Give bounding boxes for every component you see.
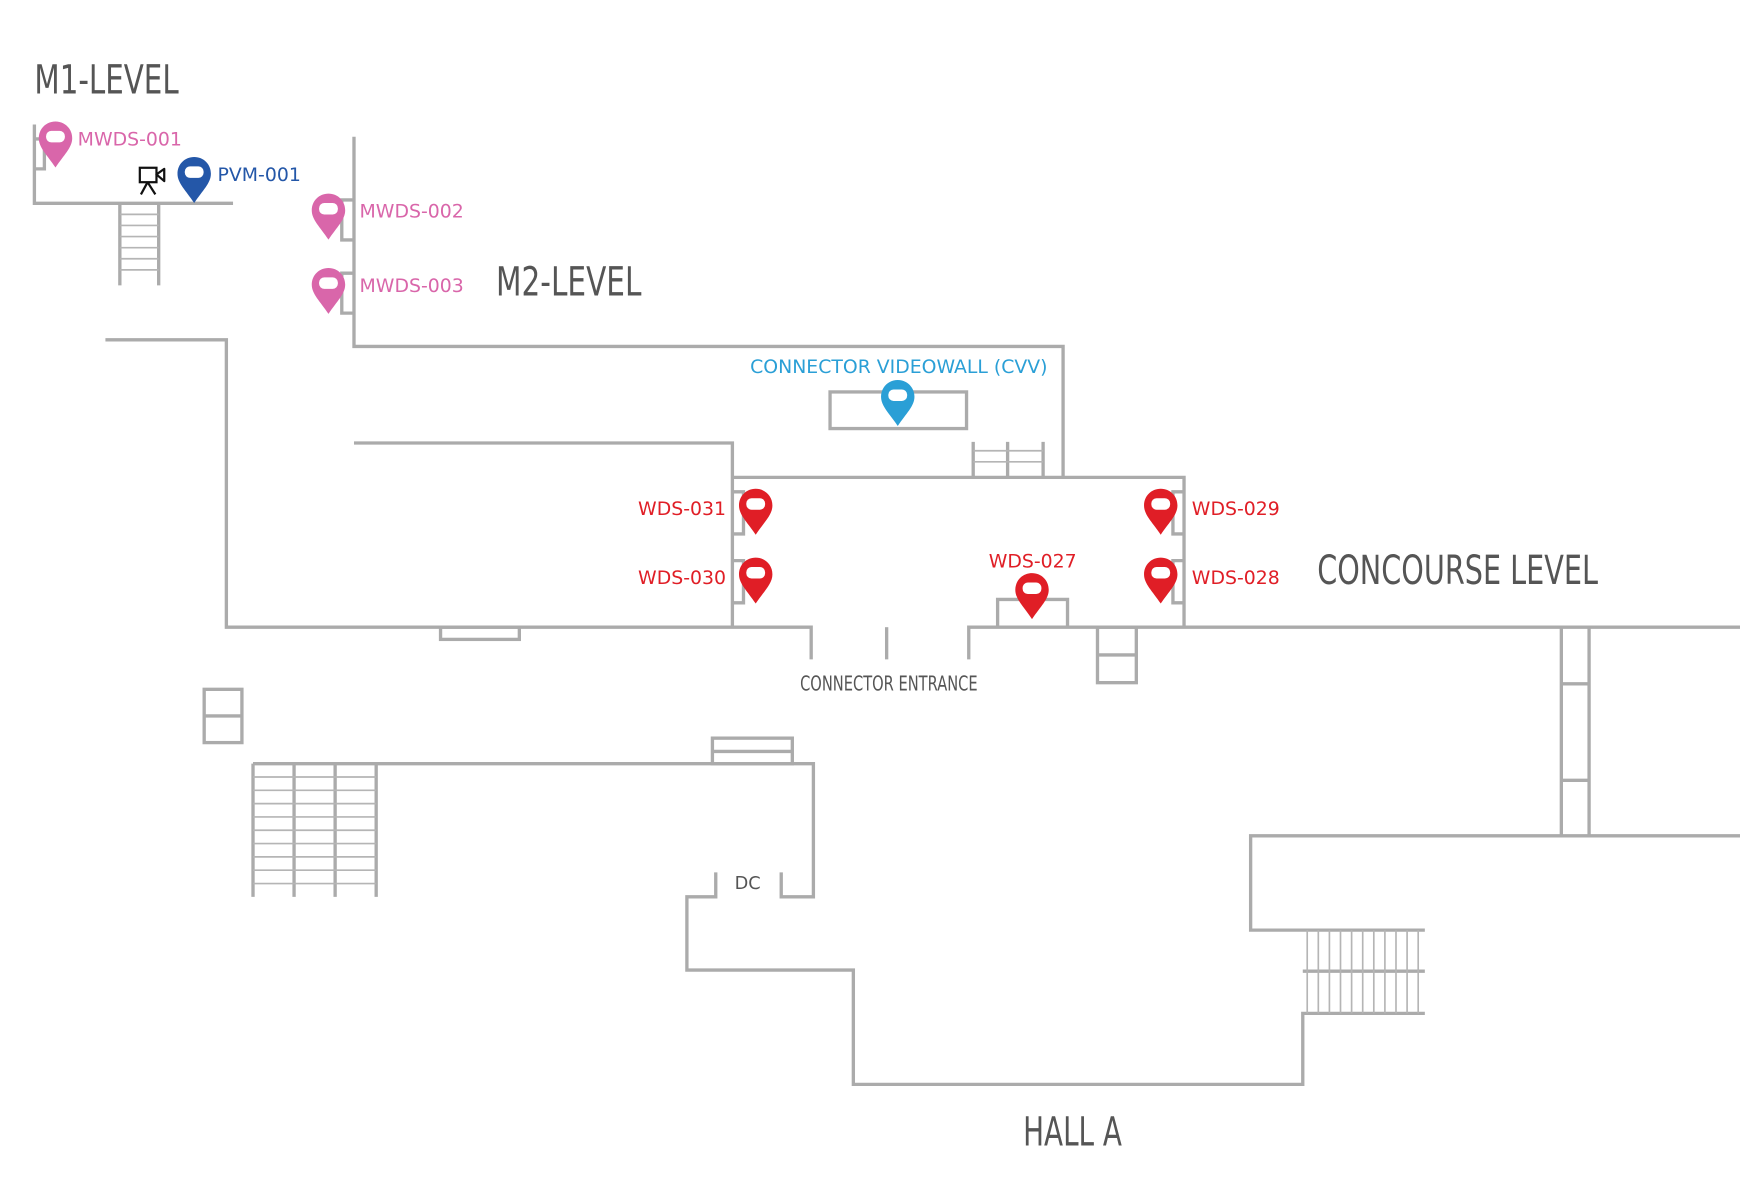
- device-pin-wds-030[interactable]: WDS-030: [638, 557, 773, 604]
- level-label-hall-a: HALL A: [1023, 1109, 1122, 1155]
- video-camera-icon: [138, 166, 166, 196]
- level-label-concourse: CONCOURSE LEVEL: [1317, 548, 1598, 594]
- device-label[interactable]: WDS-031: [638, 498, 726, 520]
- device-pin-mwds-001[interactable]: MWDS-001: [38, 121, 182, 168]
- stairs-hall-left: [251, 763, 378, 897]
- device-label[interactable]: WDS-027: [989, 550, 1077, 572]
- map-pin-icon[interactable]: [881, 380, 915, 427]
- device-label[interactable]: MWDS-001: [78, 129, 182, 151]
- device-pin-wds-028[interactable]: WDS-028: [1144, 557, 1280, 604]
- stairs-m1: [118, 203, 161, 286]
- device-label[interactable]: CONNECTOR VIDEOWALL (CVV): [750, 356, 1047, 378]
- walls: [32, 124, 1740, 1087]
- map-pin-icon[interactable]: [177, 157, 211, 203]
- device-pin-wds-029[interactable]: WDS-029: [1144, 488, 1280, 535]
- map-pin-icon[interactable]: [1015, 573, 1049, 620]
- device-pin-cvv[interactable]: CONNECTOR VIDEOWALL (CVV): [750, 356, 1048, 427]
- device-label[interactable]: WDS-030: [638, 567, 726, 589]
- dc-room-label: DC: [735, 874, 761, 894]
- device-pin-mwds-003[interactable]: MWDS-003: [311, 267, 464, 314]
- device-pin-wds-031[interactable]: WDS-031: [638, 488, 773, 535]
- stairs-cvv: [971, 441, 1045, 478]
- level-label-m1: M1-LEVEL: [34, 57, 178, 103]
- device-label[interactable]: MWDS-003: [360, 275, 464, 297]
- level-label-m2: M2-LEVEL: [496, 259, 641, 305]
- device-pin-wds-027[interactable]: WDS-027: [989, 550, 1077, 620]
- device-label[interactable]: MWDS-002: [360, 201, 464, 223]
- device-pin-pvm-001[interactable]: PVM-001: [138, 157, 301, 203]
- device-pin-mwds-002[interactable]: MWDS-002: [311, 193, 464, 240]
- connector-entrance-label: CONNECTOR ENTRANCE: [800, 671, 978, 695]
- device-label[interactable]: PVM-001: [218, 164, 301, 186]
- stairs-hall-right: [1302, 930, 1425, 1014]
- device-label[interactable]: WDS-028: [1192, 567, 1280, 589]
- device-label[interactable]: WDS-029: [1192, 498, 1280, 520]
